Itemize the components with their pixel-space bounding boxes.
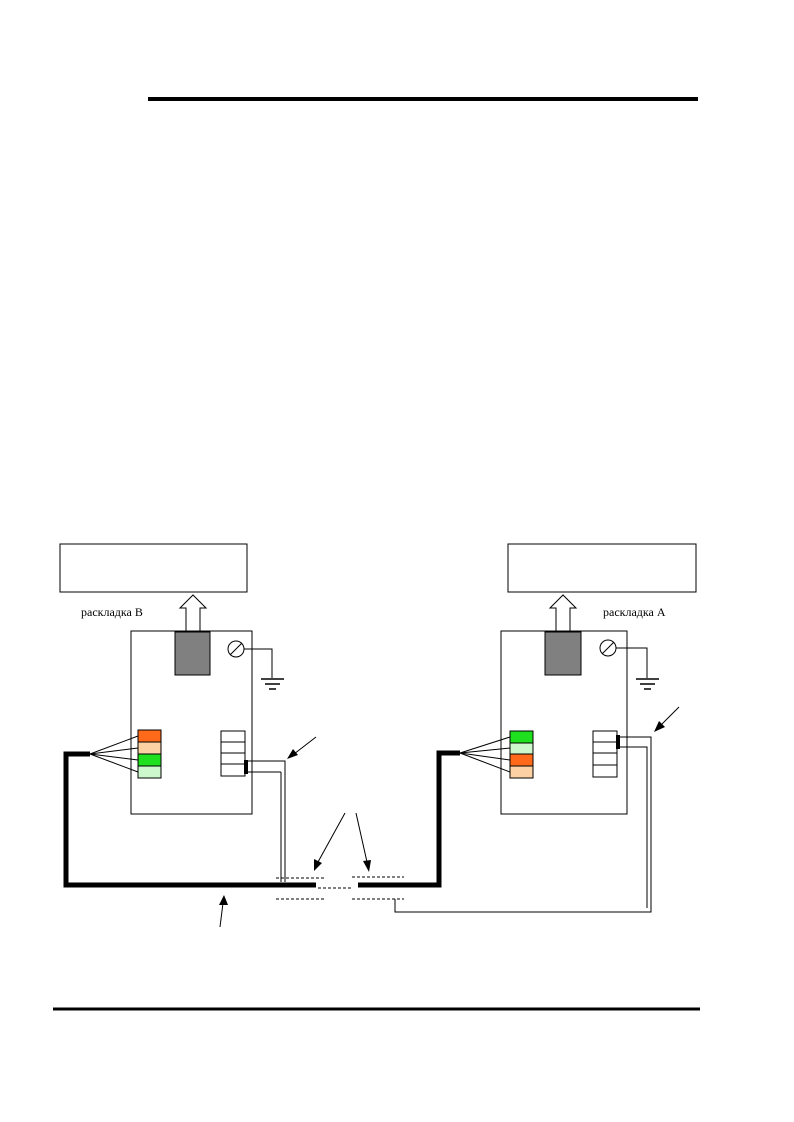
left-layout-label: раскладка В [81, 605, 143, 619]
right-thick-cable [358, 750, 460, 888]
left-terminal-pointer-icon [287, 736, 317, 759]
right-terminal-wire-a [394, 736, 652, 913]
cable-break-left [276, 877, 326, 900]
cable-pointer-icon [219, 895, 228, 928]
left-pin-4 [137, 765, 162, 779]
right-top-box [507, 543, 697, 593]
right-pin-2 [509, 742, 534, 755]
right-pin-3 [509, 753, 534, 767]
right-pinout [509, 730, 534, 779]
left-pin-2 [137, 741, 162, 755]
left-fan-wires [89, 735, 139, 773]
left-terminal-wire-a [245, 760, 286, 882]
left-pinout [137, 729, 162, 779]
right-fan-wires [459, 736, 511, 773]
left-ground-wire [244, 648, 273, 678]
left-connector-block [174, 631, 211, 676]
right-pin-4 [509, 765, 534, 779]
right-ground-symbol-icon [636, 678, 659, 690]
right-connector-block [544, 631, 582, 676]
right-ground-wire [616, 647, 648, 678]
center-pointer-left-icon [314, 812, 346, 871]
left-up-arrow-icon [178, 594, 208, 633]
center-pointer-right-icon [355, 812, 371, 872]
right-up-arrow-icon [548, 594, 578, 633]
right-pin-1 [509, 730, 534, 744]
cable-break-right [352, 876, 404, 900]
left-pin-3 [137, 753, 162, 767]
left-top-box [59, 543, 248, 593]
left-thick-cable [63, 751, 316, 888]
right-layout-label: раскладка А [603, 605, 666, 619]
right-terminal-pointer-icon [654, 706, 680, 732]
left-ground-symbol-icon [261, 678, 284, 690]
right-terminal-block [592, 730, 618, 778]
right-terminal-wire-b [617, 746, 648, 908]
left-pin-1 [137, 729, 162, 743]
left-terminal-block [220, 730, 246, 777]
